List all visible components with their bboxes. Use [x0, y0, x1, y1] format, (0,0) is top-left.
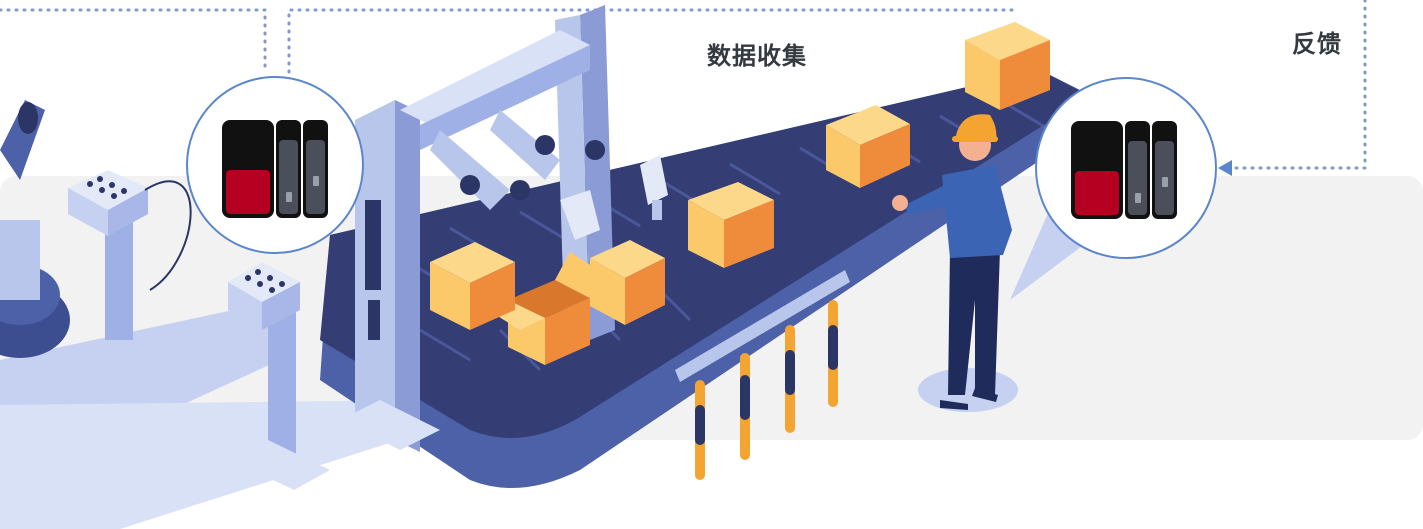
cargo-box: [965, 22, 1050, 110]
sensor-device-icon: [1035, 77, 1217, 259]
feedback-label: 反馈: [1292, 30, 1342, 58]
sensor-device-icon: [186, 76, 364, 254]
cargo-box: [826, 105, 910, 188]
arrow-left-icon: [1218, 160, 1232, 176]
barrier-rail: [675, 270, 850, 480]
worker-figure: [892, 114, 1018, 412]
data-collection-label: 数据收集: [707, 42, 807, 70]
sensor-post: [68, 170, 192, 340]
cargo-box: [430, 242, 515, 330]
cargo-box: [590, 240, 665, 325]
data-flow-lines: [0, 0, 1367, 170]
left-machine: [0, 100, 430, 529]
sensor-post: [228, 262, 330, 490]
cargo-box: [688, 182, 774, 268]
cargo-box-open: [488, 252, 598, 365]
